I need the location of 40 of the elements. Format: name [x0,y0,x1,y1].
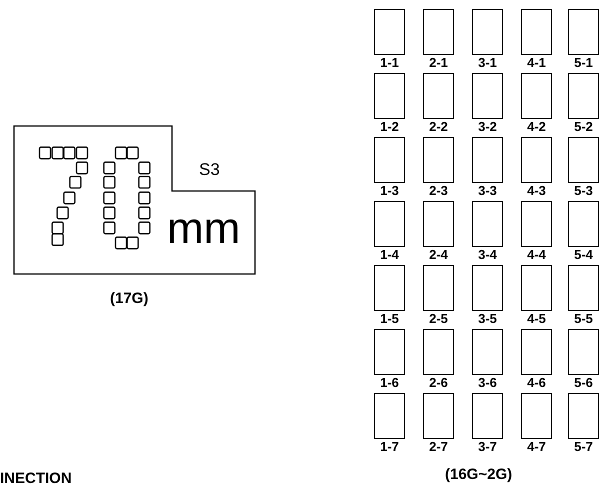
segment-label: S3 [199,161,220,178]
cell-number: 3-2 [477,120,498,133]
cell-number: 4-5 [526,312,547,325]
cell-number: 1-7 [379,440,400,453]
cell-number: 5-3 [573,184,594,197]
cell-number: 5-1 [573,56,594,69]
cell-number: 1-5 [379,312,400,325]
cell-number: 1-1 [379,56,400,69]
cell-number: 4-2 [526,120,547,133]
unit-label: mm [167,207,240,251]
cell-number: 3-3 [477,184,498,197]
cell-number: 2-4 [428,248,449,261]
cell-number: 4-6 [526,376,547,389]
cell-number: 2-1 [428,56,449,69]
cell-number: 2-2 [428,120,449,133]
cell-number: 3-1 [477,56,498,69]
cell-number: 2-3 [428,184,449,197]
cell-number: 3-5 [477,312,498,325]
cell-number: 4-1 [526,56,547,69]
cell-number: 4-4 [526,248,547,261]
cell-number: 1-2 [379,120,400,133]
section-heading: INECTION [0,470,72,487]
cell-number: 2-7 [428,440,449,453]
cell-number: 1-3 [379,184,400,197]
cell-number: 5-7 [573,440,594,453]
cell-number: 1-4 [379,248,400,261]
cell-number: 4-7 [526,440,547,453]
cell-number: 5-2 [573,120,594,133]
cell-number: 5-5 [573,312,594,325]
cell-number: 3-7 [477,440,498,453]
cell-number: 5-4 [573,248,594,261]
cell-number: 5-6 [573,376,594,389]
cell-number: 3-4 [477,248,498,261]
cell-number: 2-5 [428,312,449,325]
cell-number: 3-6 [477,376,498,389]
cell-number: 2-6 [428,376,449,389]
cell-number: 1-6 [379,376,400,389]
node-label: (17G) [110,290,148,307]
group-caption: (16G~2G) [445,466,512,483]
cell-number: 4-3 [526,184,547,197]
